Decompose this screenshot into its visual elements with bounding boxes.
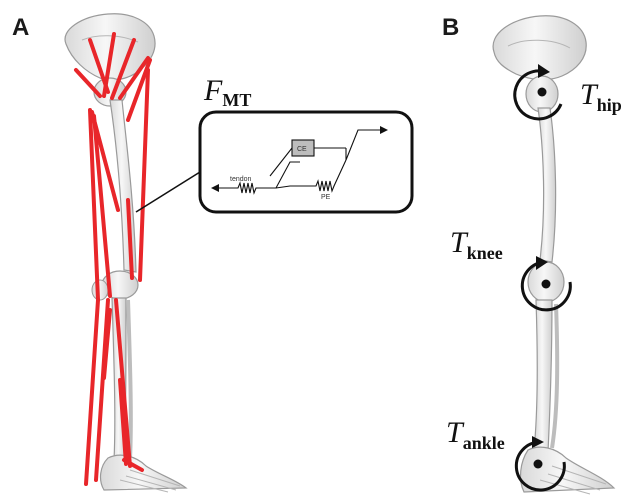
- panel-a-label: A: [12, 14, 29, 41]
- knee-joint-center: [542, 280, 551, 289]
- ankle-joint-center: [534, 460, 543, 469]
- knee-torque-label: Tknee: [450, 226, 503, 263]
- foot-a: [101, 455, 186, 490]
- hip-torque-label: Thip: [580, 78, 622, 115]
- femur-b: [538, 108, 556, 262]
- ce-label: CE: [297, 146, 307, 153]
- tibia-b: [534, 300, 552, 452]
- pe-label: PE: [321, 194, 331, 201]
- tendon-label: tendon: [230, 176, 252, 183]
- ankle-torque-label: Tankle: [446, 416, 505, 453]
- muscle-force-label: FMT: [203, 74, 251, 110]
- panel-b-label: B: [442, 14, 459, 41]
- hip-joint-center: [538, 88, 547, 97]
- foot-b: [521, 447, 614, 492]
- hill-model-inset: tendon CE PE: [200, 112, 412, 212]
